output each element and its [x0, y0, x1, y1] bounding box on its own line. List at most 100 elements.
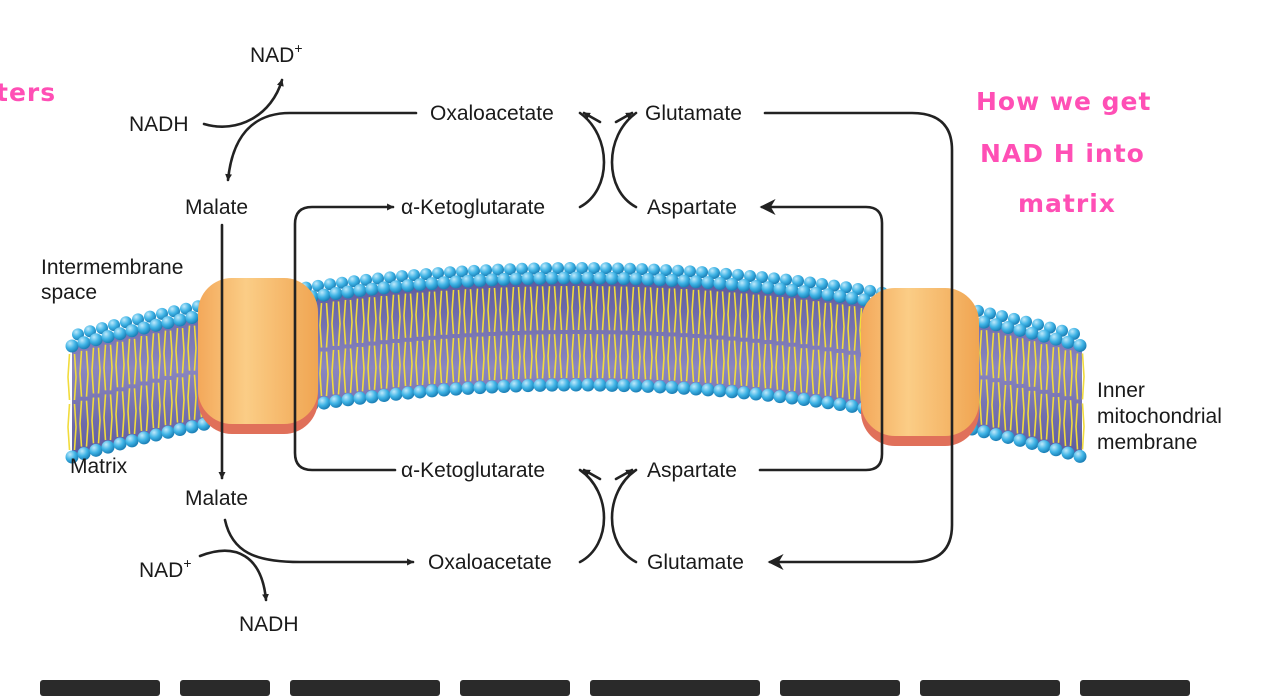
lipid-tail — [355, 346, 359, 392]
cropped-caption-strip — [0, 668, 1272, 699]
oxaloacetate-label-bottom: Oxaloacetate — [428, 551, 552, 574]
lipid-head — [605, 378, 619, 392]
lipid-head — [624, 262, 636, 275]
lipid-tail — [511, 334, 515, 380]
lipid-tail — [739, 341, 743, 386]
lipid-head — [1073, 338, 1087, 352]
lipid-tail — [1051, 347, 1055, 394]
lipid-tail — [451, 337, 455, 383]
lipid-head — [708, 267, 720, 280]
lipid-head — [852, 283, 864, 296]
lipid-tail — [391, 342, 395, 388]
lipid-head — [77, 336, 91, 350]
lipid-tail — [805, 299, 809, 345]
lipid-tail — [607, 334, 611, 379]
lipid-tail — [1009, 384, 1013, 431]
lipid-head — [521, 272, 535, 286]
lipid-head — [461, 274, 475, 288]
lipid-head — [720, 267, 732, 280]
lipid-tail — [709, 338, 713, 383]
lipid-tail — [589, 333, 593, 379]
nad-plus-label-top: NAD+ — [250, 40, 303, 67]
lipid-head — [413, 385, 427, 399]
lipid-tail — [343, 299, 347, 345]
lipid-head — [329, 286, 343, 300]
alpha-ketoglutarate-transport-arrow — [293, 203, 397, 472]
aspartate-label-top: Aspartate — [647, 196, 737, 219]
lipid-tail — [1051, 396, 1055, 443]
lipid-head — [528, 262, 540, 275]
lipid-head — [749, 280, 763, 294]
lipid-tail — [1039, 393, 1043, 440]
lipid-head — [317, 288, 331, 302]
glutamate-label-top: Glutamate — [645, 102, 742, 125]
lipid-head — [425, 384, 439, 398]
lipid-head — [1037, 440, 1051, 454]
lipid-head — [636, 263, 648, 276]
lipid-tail — [661, 287, 665, 332]
lipid-tail — [349, 348, 353, 393]
lipid-tail — [115, 391, 119, 438]
lipid-tail — [151, 382, 155, 429]
lipid-tail — [1069, 400, 1073, 447]
lipid-tail — [91, 347, 95, 394]
lipid-tail — [751, 342, 755, 388]
lipid-tail — [97, 347, 101, 394]
lipid-head — [449, 382, 463, 396]
lipid-head — [173, 422, 187, 436]
glutamate-aspartate-transporter — [861, 288, 979, 446]
nadh-to-nad-arrow-top — [202, 78, 284, 128]
lipid-tail — [145, 335, 149, 382]
lipid-tail — [631, 334, 635, 380]
lipid-tail — [1039, 344, 1043, 390]
lipid-head — [665, 381, 679, 395]
lipid-tail — [589, 285, 593, 331]
lipid-tail — [445, 290, 449, 335]
lipid-head — [557, 378, 571, 392]
lipid-head — [689, 275, 703, 289]
lipid-head — [977, 425, 991, 439]
lipid-head — [545, 271, 559, 285]
oxaloacetate-to-aspartate-curve-bottom — [578, 468, 606, 564]
lipid-tail — [193, 374, 197, 420]
matrix-label: Matrix — [70, 455, 128, 478]
lipid-tail — [499, 287, 503, 332]
lipid-tail — [541, 286, 545, 331]
lipid-tail — [1015, 387, 1019, 434]
lipid-tail — [439, 338, 443, 384]
lipid-tail — [799, 348, 803, 393]
lipid-head — [473, 274, 487, 288]
lipid-head — [593, 378, 607, 392]
lipid-head — [1049, 332, 1063, 346]
lipid-head — [473, 381, 487, 395]
lipid-tail — [667, 288, 671, 333]
lipid-tail — [745, 293, 749, 338]
lipid-tail — [415, 340, 419, 386]
lipid-tail — [661, 335, 665, 380]
lipid-tail — [853, 354, 857, 400]
lipid-tail — [1075, 403, 1079, 450]
lipid-tail — [1063, 400, 1067, 447]
lipid-head — [365, 282, 379, 296]
lipid-head — [701, 383, 715, 397]
lipid-head — [317, 396, 331, 410]
lipid-head — [161, 316, 175, 330]
lipid-tail — [763, 343, 767, 389]
lipid-tail — [337, 349, 341, 395]
lipid-head — [617, 272, 631, 286]
lipid-head — [504, 263, 516, 276]
lipid-head — [713, 384, 727, 398]
lipid-tail — [655, 335, 659, 380]
lipid-tail — [1033, 341, 1037, 387]
lipid-tail — [775, 296, 779, 342]
lipid-head — [641, 379, 655, 393]
lipid-head — [89, 333, 103, 347]
lipid-tail — [355, 298, 359, 343]
lipid-tail — [991, 382, 995, 428]
lipid-head — [1061, 335, 1075, 349]
lipid-head — [437, 383, 451, 397]
lipid-tail — [181, 377, 185, 423]
lipid-tail — [409, 293, 413, 338]
lipid-head — [732, 268, 744, 281]
